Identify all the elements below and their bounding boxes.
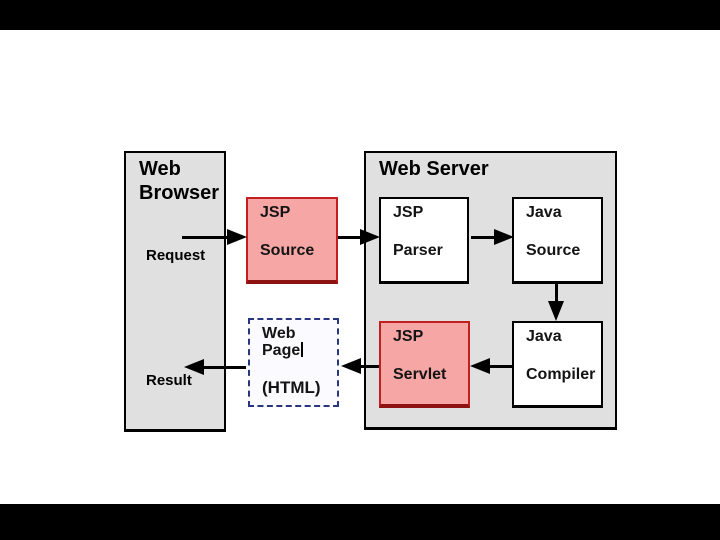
jsp-servlet-node: JSP Servlet	[379, 321, 470, 408]
letterbox-top	[0, 0, 720, 30]
web-page-label-line1: Web	[262, 325, 296, 342]
web-page-label-line2: Page	[262, 342, 304, 360]
web-page-label-line3: (HTML)	[262, 378, 321, 397]
java-compiler-node: Java Compiler	[512, 321, 603, 408]
jsp-source-label-line2: Source	[260, 242, 315, 259]
java-source-label-line2: Source	[526, 242, 581, 259]
java-source-label-line1: Java	[526, 204, 562, 221]
jsp-servlet-label-line1: JSP	[393, 328, 424, 345]
java-compiler-label-line2: Compiler	[526, 366, 596, 383]
letterbox-bottom	[0, 504, 720, 540]
result-label: Result	[146, 372, 192, 389]
jsp-source-label-line1: JSP	[260, 204, 291, 221]
java-source-node: Java Source	[512, 197, 603, 284]
jsp-parser-node: JSP Parser	[379, 197, 469, 284]
request-label: Request	[146, 247, 206, 264]
java-compiler-label-line1: Java	[526, 328, 562, 345]
jsp-parser-label-line1: JSP	[393, 204, 424, 221]
web-server-title: Web Server	[379, 158, 489, 180]
jsp-source-node: JSP Source	[246, 197, 338, 284]
web-page-label-line2-text: Page	[262, 342, 301, 359]
web-browser-box: Web Browser Request Result	[124, 151, 226, 432]
web-page-node: Web Page (HTML)	[248, 318, 339, 407]
jsp-parser-label-line2: Parser	[393, 242, 443, 259]
jsp-servlet-label-line2: Servlet	[393, 366, 447, 383]
text-caret	[301, 342, 304, 357]
web-browser-title: Web Browser	[139, 158, 220, 204]
